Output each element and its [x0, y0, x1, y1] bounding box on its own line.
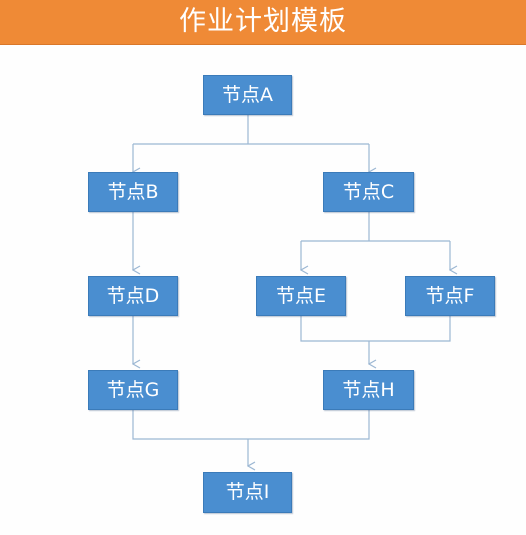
node-i-label: 节点I [225, 481, 270, 503]
page-title: 作业计划模板 [179, 6, 347, 37]
edge-a-split [133, 115, 369, 145]
node-c-label: 节点C [342, 181, 395, 203]
node-i: 节点I [203, 472, 292, 513]
edge-c-split [301, 212, 450, 242]
title-bar: 作业计划模板 [0, 0, 526, 45]
node-b-label: 节点B [107, 181, 159, 203]
node-a: 节点A [203, 75, 292, 115]
edge-gh-join [132, 410, 370, 440]
node-g-label: 节点G [106, 379, 160, 401]
node-e-label: 节点E [275, 285, 326, 307]
node-h: 节点H [323, 370, 414, 410]
node-d: 节点D [88, 276, 178, 316]
node-d-label: 节点D [106, 285, 160, 307]
node-e: 节点E [256, 276, 346, 316]
node-f-label: 节点F [425, 285, 475, 307]
node-f: 节点F [405, 276, 495, 316]
node-b: 节点B [88, 172, 178, 212]
node-h-label: 节点H [342, 379, 395, 401]
node-g: 节点G [88, 370, 178, 410]
node-c: 节点C [323, 172, 414, 212]
edge-ef-join [300, 316, 451, 342]
node-a-label: 节点A [222, 84, 273, 106]
